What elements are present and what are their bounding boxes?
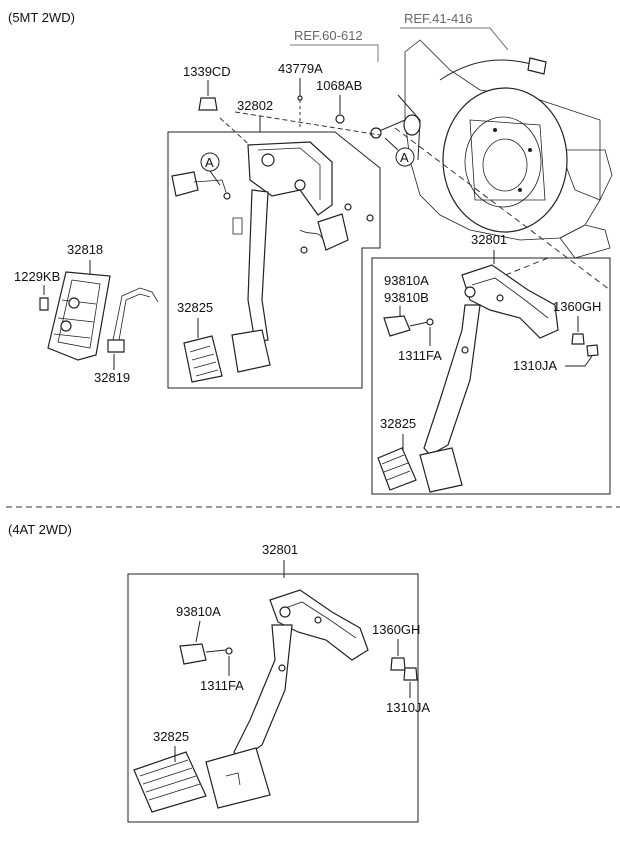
pedal-pad-rubber-4at <box>133 751 207 813</box>
clutch-pedal-assembly <box>171 141 374 373</box>
section-title-5mt: (5MT 2WD) <box>8 10 75 25</box>
svg-text:A: A <box>205 155 214 170</box>
part-label-32802[interactable]: 32802 <box>237 98 273 113</box>
callout-a-left[interactable]: A <box>200 152 221 186</box>
nut-1360gh-bot <box>390 657 406 671</box>
box-brake-pedal-4at <box>127 573 419 823</box>
svg-text:REF.60-612: REF.60-612 <box>294 28 363 43</box>
part-label-32801-bot[interactable]: 32801 <box>262 542 298 557</box>
switch-93810a-top <box>383 315 411 337</box>
part-label-32819[interactable]: 32819 <box>94 370 130 385</box>
accelerator-bracket <box>107 287 159 353</box>
switch-93810a-bot <box>179 643 207 665</box>
pedal-pad-rubber-top <box>183 335 223 383</box>
washer-1068ab <box>335 114 345 124</box>
nut-1310ja-bot <box>403 667 418 681</box>
box-brake-pedal-5mt <box>371 257 611 495</box>
box-clutch-pedal <box>167 131 381 389</box>
bolt-1229kb <box>39 297 49 311</box>
part-label-32818[interactable]: 32818 <box>67 242 103 257</box>
part-label-32825-bot[interactable]: 32825 <box>153 729 189 744</box>
svg-text:A: A <box>400 150 409 165</box>
part-label-1310ja-top[interactable]: 1310JA <box>513 358 557 373</box>
part-label-32801-top[interactable]: 32801 <box>471 232 507 247</box>
nut-1311fa-bot <box>225 647 233 655</box>
nut-1360gh-top <box>571 333 585 345</box>
part-label-32825-mid[interactable]: 32825 <box>380 416 416 431</box>
part-label-93810a-bot[interactable]: 93810A <box>176 604 221 619</box>
part-label-1311fa-bot[interactable]: 1311FA <box>200 678 244 693</box>
brake-booster-assembly <box>369 39 613 259</box>
nut-1310ja-top <box>586 344 599 357</box>
reference-41-416[interactable]: REF.41-416 <box>400 11 509 51</box>
pedal-pad-rubber-5mt <box>377 447 417 491</box>
nut-1339cd <box>198 97 218 111</box>
part-label-93810a-top[interactable]: 93810A <box>384 273 429 288</box>
svg-text:REF.41-416: REF.41-416 <box>404 11 473 26</box>
part-label-1310ja-bot[interactable]: 1310JA <box>386 700 430 715</box>
part-label-1360gh-bot[interactable]: 1360GH <box>372 622 420 637</box>
brake-pedal-assembly-4at <box>205 589 369 809</box>
part-label-1068ab[interactable]: 1068AB <box>316 78 362 93</box>
pin-43779a <box>297 95 303 101</box>
part-label-1311fa-top[interactable]: 1311FA <box>398 348 442 363</box>
part-label-93810b[interactable]: 93810B <box>384 290 429 305</box>
accelerator-pedal <box>47 271 111 361</box>
brake-pedal-assembly-5mt <box>419 264 559 493</box>
reference-60-612[interactable]: REF.60-612 <box>290 28 379 62</box>
nut-1311fa-top <box>426 318 434 326</box>
callout-a-right[interactable]: A <box>384 137 415 167</box>
part-label-43779a[interactable]: 43779A <box>278 61 323 76</box>
section-title-4at: (4AT 2WD) <box>8 522 72 537</box>
part-label-1339cd[interactable]: 1339CD <box>183 64 231 79</box>
part-label-32825-top[interactable]: 32825 <box>177 300 213 315</box>
part-label-1360gh-top[interactable]: 1360GH <box>553 299 601 314</box>
part-label-1229kb[interactable]: 1229KB <box>14 269 60 284</box>
